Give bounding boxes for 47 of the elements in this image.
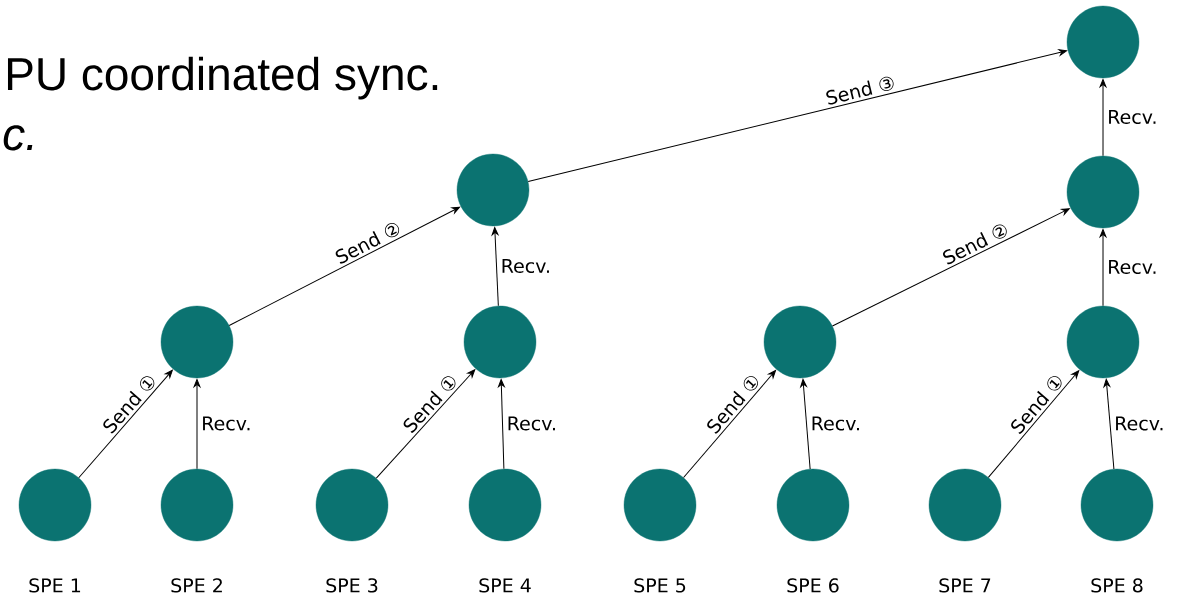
edge-label: Recv. [1106,108,1159,126]
arrow [683,370,777,479]
arrow [1099,229,1107,307]
node-caption: SPE 1 [29,578,81,593]
node-circle [160,468,234,542]
node-circle [456,153,530,227]
arrow [1103,378,1115,470]
edge-label: Recv. [499,257,552,275]
arrow [491,227,499,307]
edge-label: Recv. [1106,258,1159,276]
edge-label: Send ③ [822,73,898,107]
arrow [987,370,1080,478]
node-circle [468,468,542,542]
node-circle [623,468,697,542]
edge-label: Recv. [809,415,862,432]
node-caption: SPE 6 [787,578,839,593]
node-caption: SPE 2 [171,578,222,593]
node-circle [315,468,389,542]
arrow [193,379,201,470]
node-circle [18,468,92,542]
arrow [831,208,1070,327]
slide-text: PU coordinated sync. [8,56,438,100]
node-caption: SPE 8 [1091,578,1143,593]
node-circle [1080,468,1154,542]
arrow [800,378,811,470]
edge-label: Recv. [200,415,253,432]
arrow [498,379,505,470]
node-caption: SPE 4 [479,578,531,593]
node-circle [928,468,1002,542]
node-caption: SPE 7 [939,578,991,593]
arrow [375,369,476,479]
arrow [228,206,461,326]
node-circle [160,305,234,379]
node-circle [763,305,837,379]
edge-label: Recv. [505,415,558,432]
arrow [78,369,173,479]
edge-label: Recv. [1113,415,1166,432]
node-circle [1066,5,1140,79]
slide-text: c. [3,125,33,151]
node-circle [1066,305,1140,379]
arrow [527,49,1067,182]
arrow [1099,79,1107,157]
node-caption: SPE 3 [326,578,378,593]
node-circle [463,305,537,379]
node-circle [1066,155,1140,229]
node-caption: SPE 5 [634,578,686,593]
node-circle [776,468,850,542]
